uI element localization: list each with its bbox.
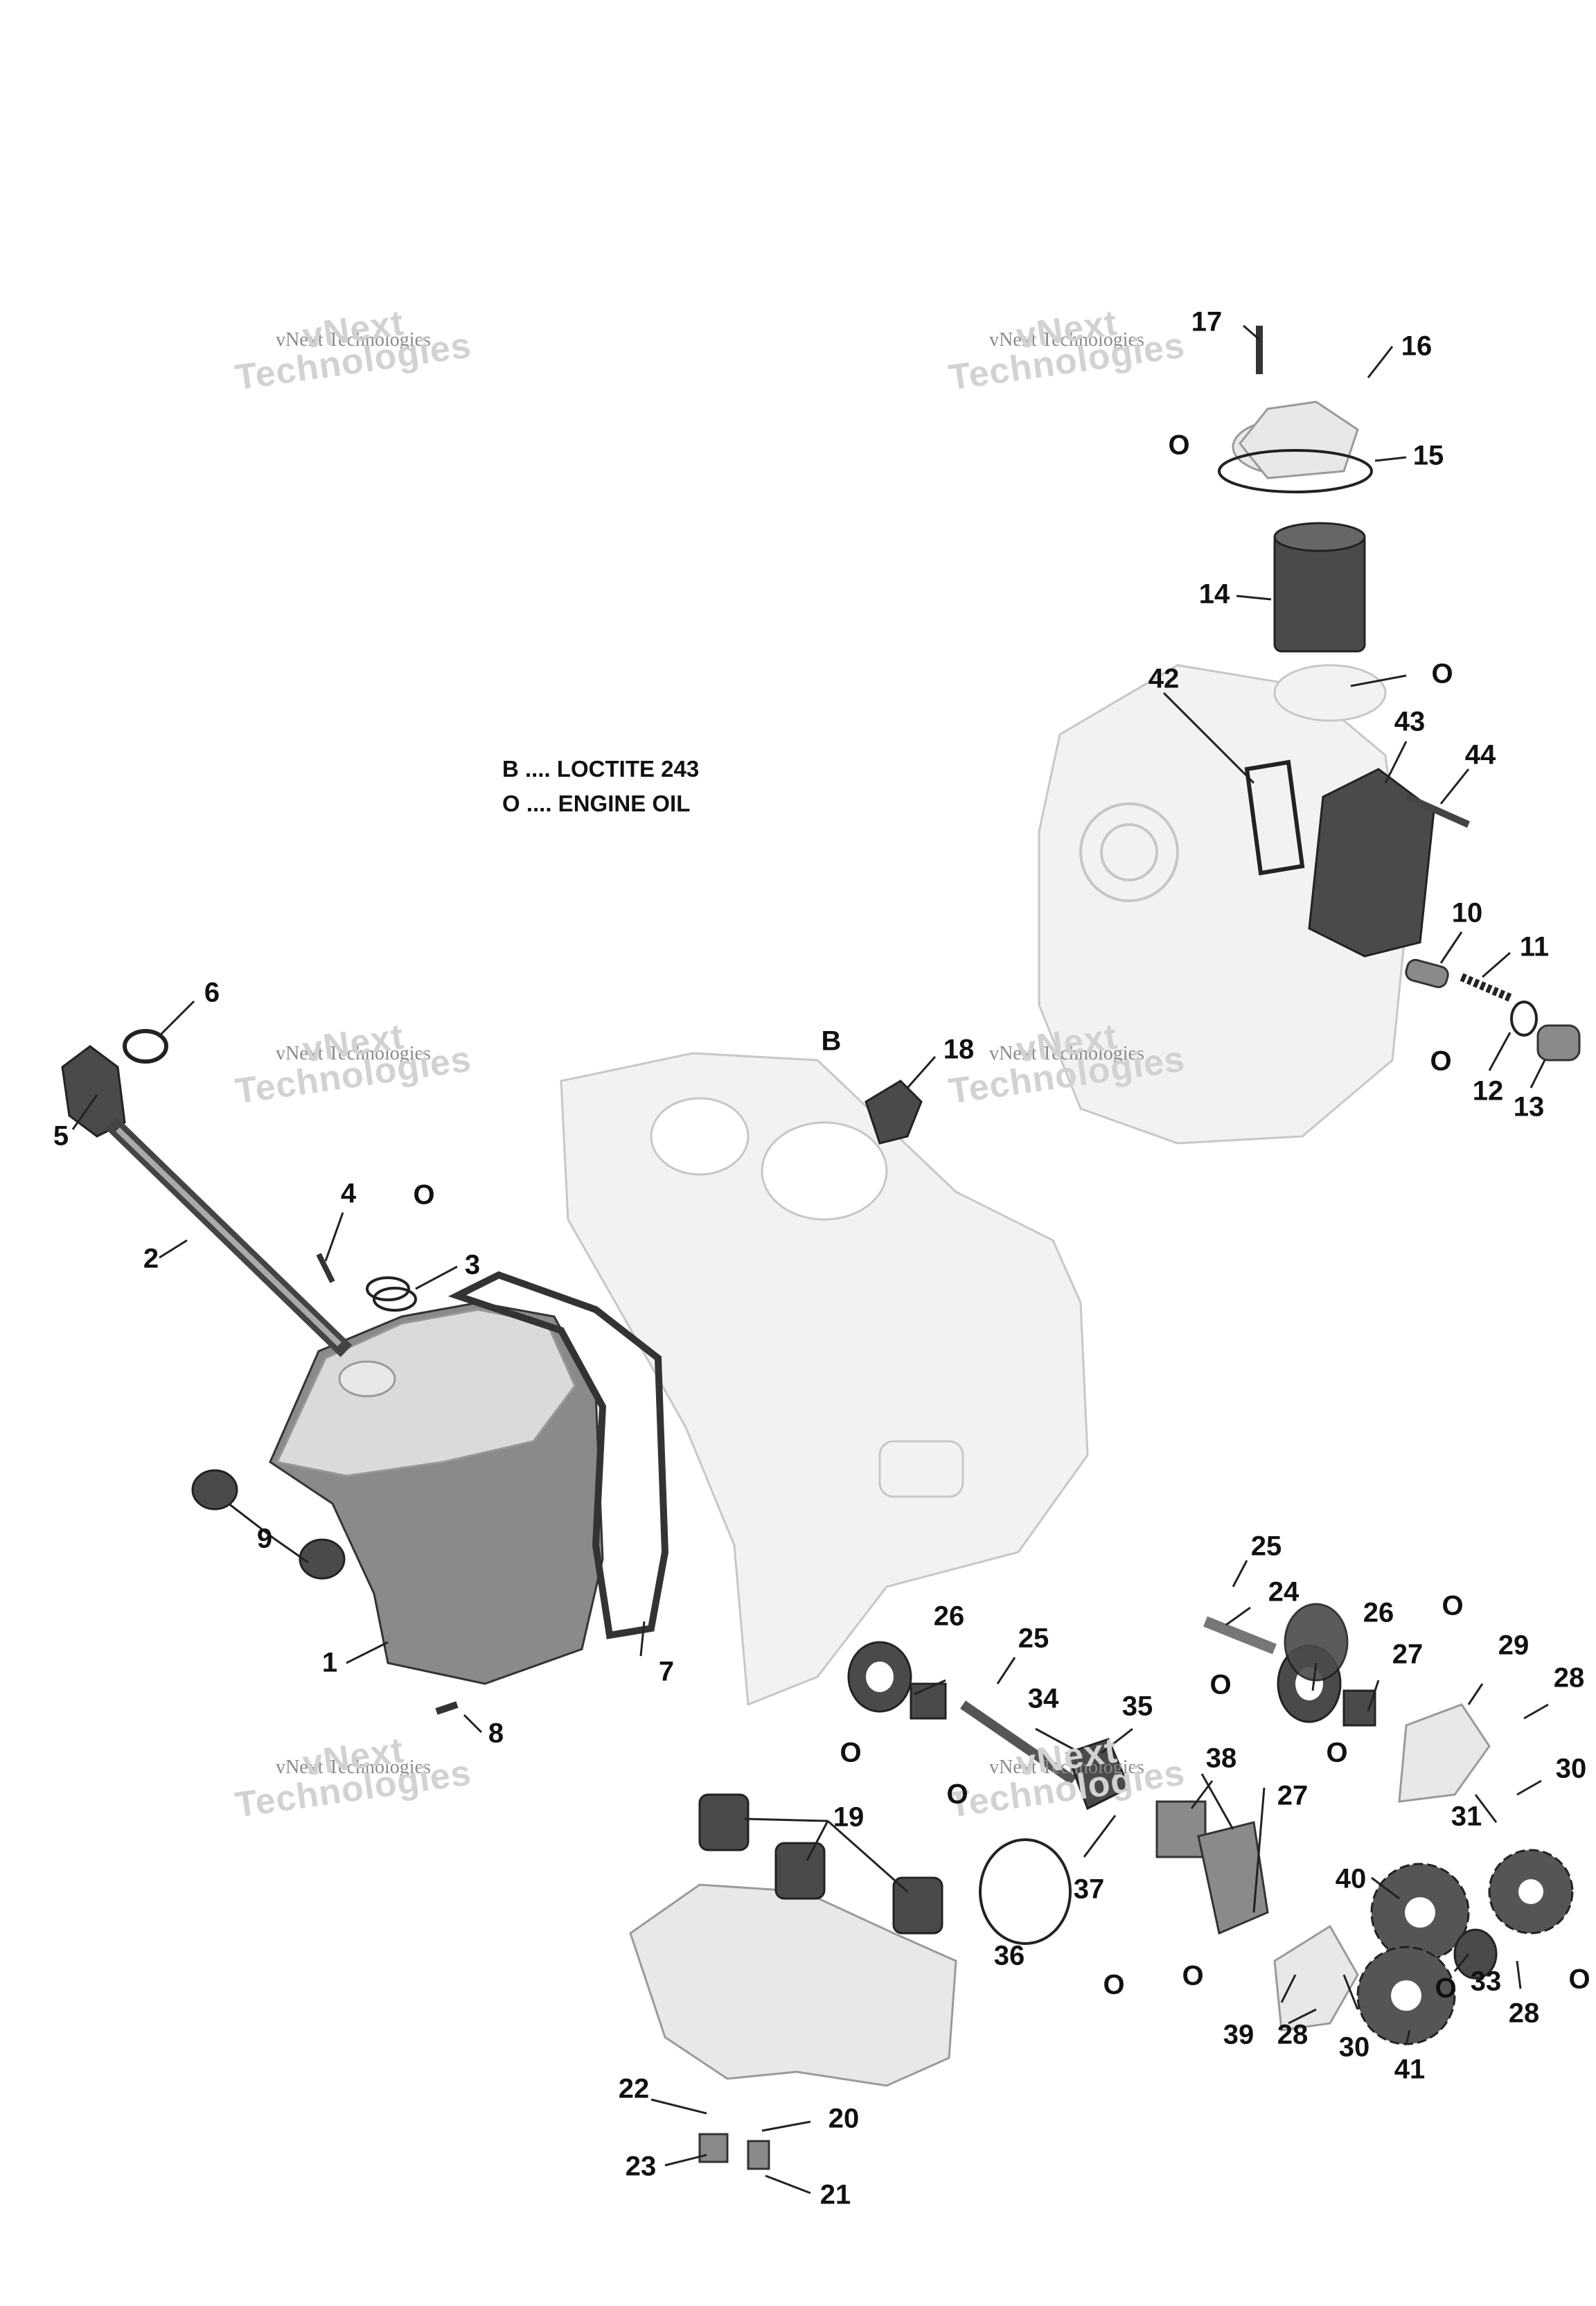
watermark: vNext Technologies vNext Technologies — [232, 303, 475, 398]
loctite-mark-18: B — [821, 1026, 842, 1057]
oil-mark-3: O — [413, 1179, 435, 1211]
oil-pump-parts — [847, 1616, 1574, 2045]
front-housing — [1038, 664, 1408, 1145]
callout-39: 39 — [1223, 2019, 1254, 2050]
callout-34: 34 — [1027, 1683, 1059, 1714]
oil-mark-33: O — [1435, 1973, 1457, 2004]
callout-26-a: 26 — [933, 1601, 965, 1632]
small-parts — [123, 1029, 1349, 1715]
engine-block — [560, 1052, 1089, 1707]
callout-37: 37 — [1073, 1874, 1105, 1905]
oil-mark-26a: O — [840, 1737, 862, 1768]
callout-29: 29 — [1498, 1630, 1530, 1661]
callout-25-a: 25 — [1250, 1531, 1282, 1562]
gasket — [447, 1271, 669, 1639]
callout-38: 38 — [1205, 1743, 1237, 1774]
callout-12: 12 — [1472, 1075, 1504, 1107]
callout-22: 22 — [618, 2073, 650, 2104]
callout-24: 24 — [1268, 1576, 1300, 1608]
legend: B .... LOCTITE 243 O .... ENGINE OIL — [502, 752, 699, 821]
oil-mark-39: O — [1182, 1960, 1204, 1991]
callout-27-a: 27 — [1392, 1639, 1424, 1670]
callout-6: 6 — [204, 977, 220, 1008]
callout-44: 44 — [1464, 739, 1496, 771]
legend-engine-oil: O .... ENGINE OIL — [502, 791, 691, 816]
leader-lines — [71, 324, 1549, 2194]
oil-mark-26b: O — [1326, 1737, 1348, 1768]
callout-16: 16 — [1401, 331, 1433, 362]
oil-cooler — [1244, 759, 1471, 958]
watermark: vNext Technologies vNext Technologies — [232, 1730, 475, 1826]
callout-41: 41 — [1394, 2054, 1426, 2085]
callout-4: 4 — [340, 1178, 357, 1209]
callout-10: 10 — [1451, 897, 1483, 928]
callout-28-b: 28 — [1277, 2019, 1309, 2050]
callout-28-c: 28 — [1508, 1998, 1540, 2029]
callout-33: 33 — [1470, 1966, 1502, 1997]
callout-35: 35 — [1121, 1691, 1153, 1722]
callout-15: 15 — [1412, 440, 1444, 471]
callout-25-b: 25 — [1018, 1623, 1049, 1654]
callout-11: 11 — [1519, 931, 1550, 962]
callout-7: 7 — [658, 1656, 675, 1687]
callout-27-b: 27 — [1277, 1780, 1309, 1811]
oil-filter — [1218, 326, 1373, 653]
callout-43: 43 — [1394, 706, 1426, 737]
watermark: vNext Technologies vNext Technologies — [946, 303, 1188, 398]
strainer-plate — [629, 1793, 957, 2170]
callout-17: 17 — [1191, 306, 1223, 337]
callout-30-b: 30 — [1338, 2032, 1370, 2063]
callout-23: 23 — [625, 2151, 657, 2182]
oil-mark-34: O — [946, 1779, 968, 1810]
callout-26-b: 26 — [1363, 1597, 1394, 1628]
watermark: vNext Technologies vNext Technologies — [232, 1016, 475, 1112]
oil-mark-14: O — [1431, 658, 1453, 689]
watermark: vNext Technologies vNext Technologies — [946, 1016, 1188, 1112]
callout-1: 1 — [321, 1647, 338, 1678]
legend-loctite: B .... LOCTITE 243 — [502, 756, 700, 782]
callout-28-a: 28 — [1553, 1662, 1585, 1693]
callout-21: 21 — [819, 2179, 851, 2210]
callout-31: 31 — [1451, 1801, 1482, 1832]
oil-mark-15: O — [1168, 430, 1190, 461]
callout-18: 18 — [943, 1034, 975, 1065]
dipstick — [61, 1045, 353, 1357]
callout-19: 19 — [833, 1802, 864, 1833]
callout-42: 42 — [1148, 663, 1180, 694]
callout-9: 9 — [256, 1523, 273, 1554]
callout-5: 5 — [53, 1120, 69, 1152]
callout-40: 40 — [1335, 1863, 1367, 1894]
callout-2: 2 — [143, 1243, 159, 1274]
pressure-switch — [864, 1080, 923, 1145]
callout-20: 20 — [828, 2103, 860, 2134]
oil-mark-32: O — [1568, 1964, 1590, 1995]
oil-mark-38: O — [1103, 1969, 1125, 2000]
oil-tank — [269, 1301, 604, 1685]
oil-mark-10: O — [1430, 1046, 1452, 1077]
callout-36: 36 — [993, 1940, 1025, 1971]
callout-14: 14 — [1198, 579, 1230, 610]
oil-mark-29: O — [1442, 1590, 1464, 1621]
callout-8: 8 — [488, 1718, 504, 1749]
valve-assembly — [1405, 958, 1581, 1062]
callout-30-a: 30 — [1555, 1753, 1587, 1784]
callout-3: 3 — [464, 1249, 481, 1280]
watermark: vNext Technologies vNext Technologies — [946, 1730, 1188, 1826]
oil-mark-24: O — [1209, 1669, 1232, 1700]
callout-13: 13 — [1513, 1091, 1545, 1123]
